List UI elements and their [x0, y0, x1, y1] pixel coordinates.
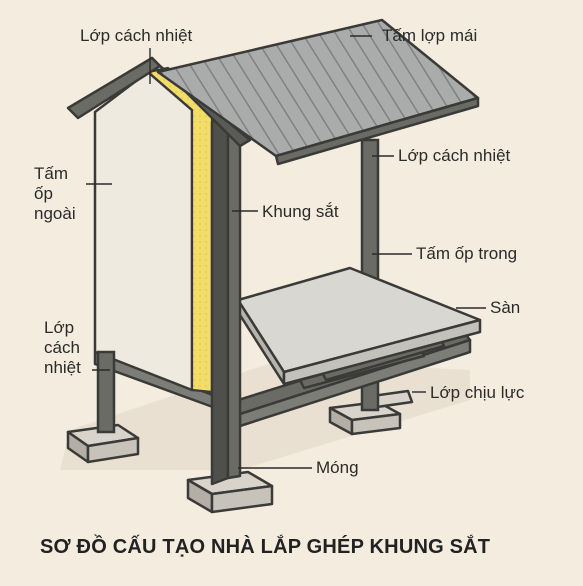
label-outer-cladding-line-3: ngoài: [34, 204, 76, 224]
floor-slab: [236, 266, 482, 386]
label-insulation-left-line-2: cách: [44, 338, 80, 358]
roof-sheet: [156, 18, 480, 166]
label-roof-sheet: Tấm lợp mái: [382, 26, 478, 45]
label-inner-cladding: Tấm ốp trong: [416, 244, 518, 263]
foundation-blocks: [66, 389, 414, 514]
label-insulation-left-line-3: nhiệt: [44, 358, 81, 378]
steel-post-front: [210, 114, 242, 486]
leader-lines: [86, 35, 486, 469]
label-insulation-right: Lớp cách nhiệt: [398, 146, 511, 165]
diagram-title: SƠ ĐỒ CẤU TẠO NHÀ LẮP GHÉP KHUNG SẮT: [40, 536, 491, 558]
label-floor: Sàn: [490, 298, 521, 317]
label-outer-cladding-line-1: Tấm: [34, 164, 68, 183]
label-insulation-top: Lớp cách nhiệt: [80, 26, 193, 45]
label-insulation-left: Lớp cách nhiệt: [44, 318, 81, 378]
label-insulation-left-line-1: Lớp: [44, 318, 75, 337]
label-steel-frame: Khung sắt: [262, 202, 339, 221]
label-load-bearing: Lớp chịu lực: [430, 383, 525, 402]
label-outer-cladding: Tấm ốp ngoài: [34, 164, 76, 224]
label-foundation: Móng: [316, 458, 359, 477]
steel-post-front-left: [96, 350, 116, 434]
label-outer-cladding-line-2: ốp: [34, 184, 53, 204]
outer-cladding-wall: [93, 70, 194, 392]
